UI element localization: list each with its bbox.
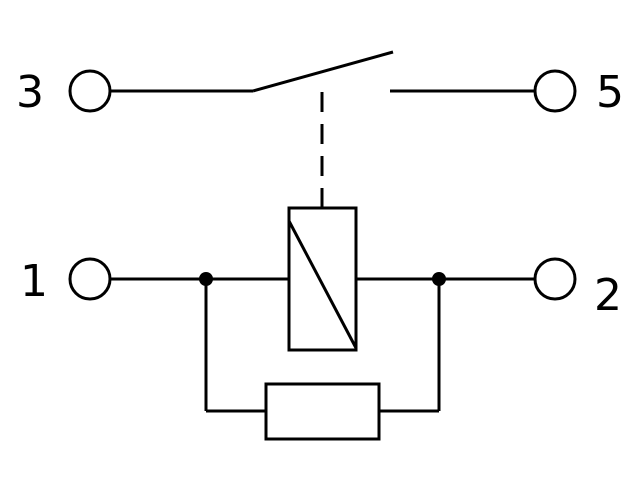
- junction-node-left: [199, 272, 213, 286]
- relay-coil: [287, 206, 358, 352]
- terminal-1: [68, 257, 112, 301]
- terminal-1-label: 1: [20, 256, 48, 307]
- switch-blade: [252, 50, 394, 93]
- relay-coil-diagonal: [287, 220, 358, 349]
- terminal-3-label: 3: [16, 67, 44, 118]
- terminal-2: [533, 257, 577, 301]
- terminal-3: [68, 69, 112, 113]
- junction-node-right: [432, 272, 446, 286]
- terminal-5: [533, 69, 577, 113]
- terminal-2-label: 2: [594, 270, 622, 321]
- terminal-5-label: 5: [596, 67, 624, 118]
- resistor: [264, 382, 381, 441]
